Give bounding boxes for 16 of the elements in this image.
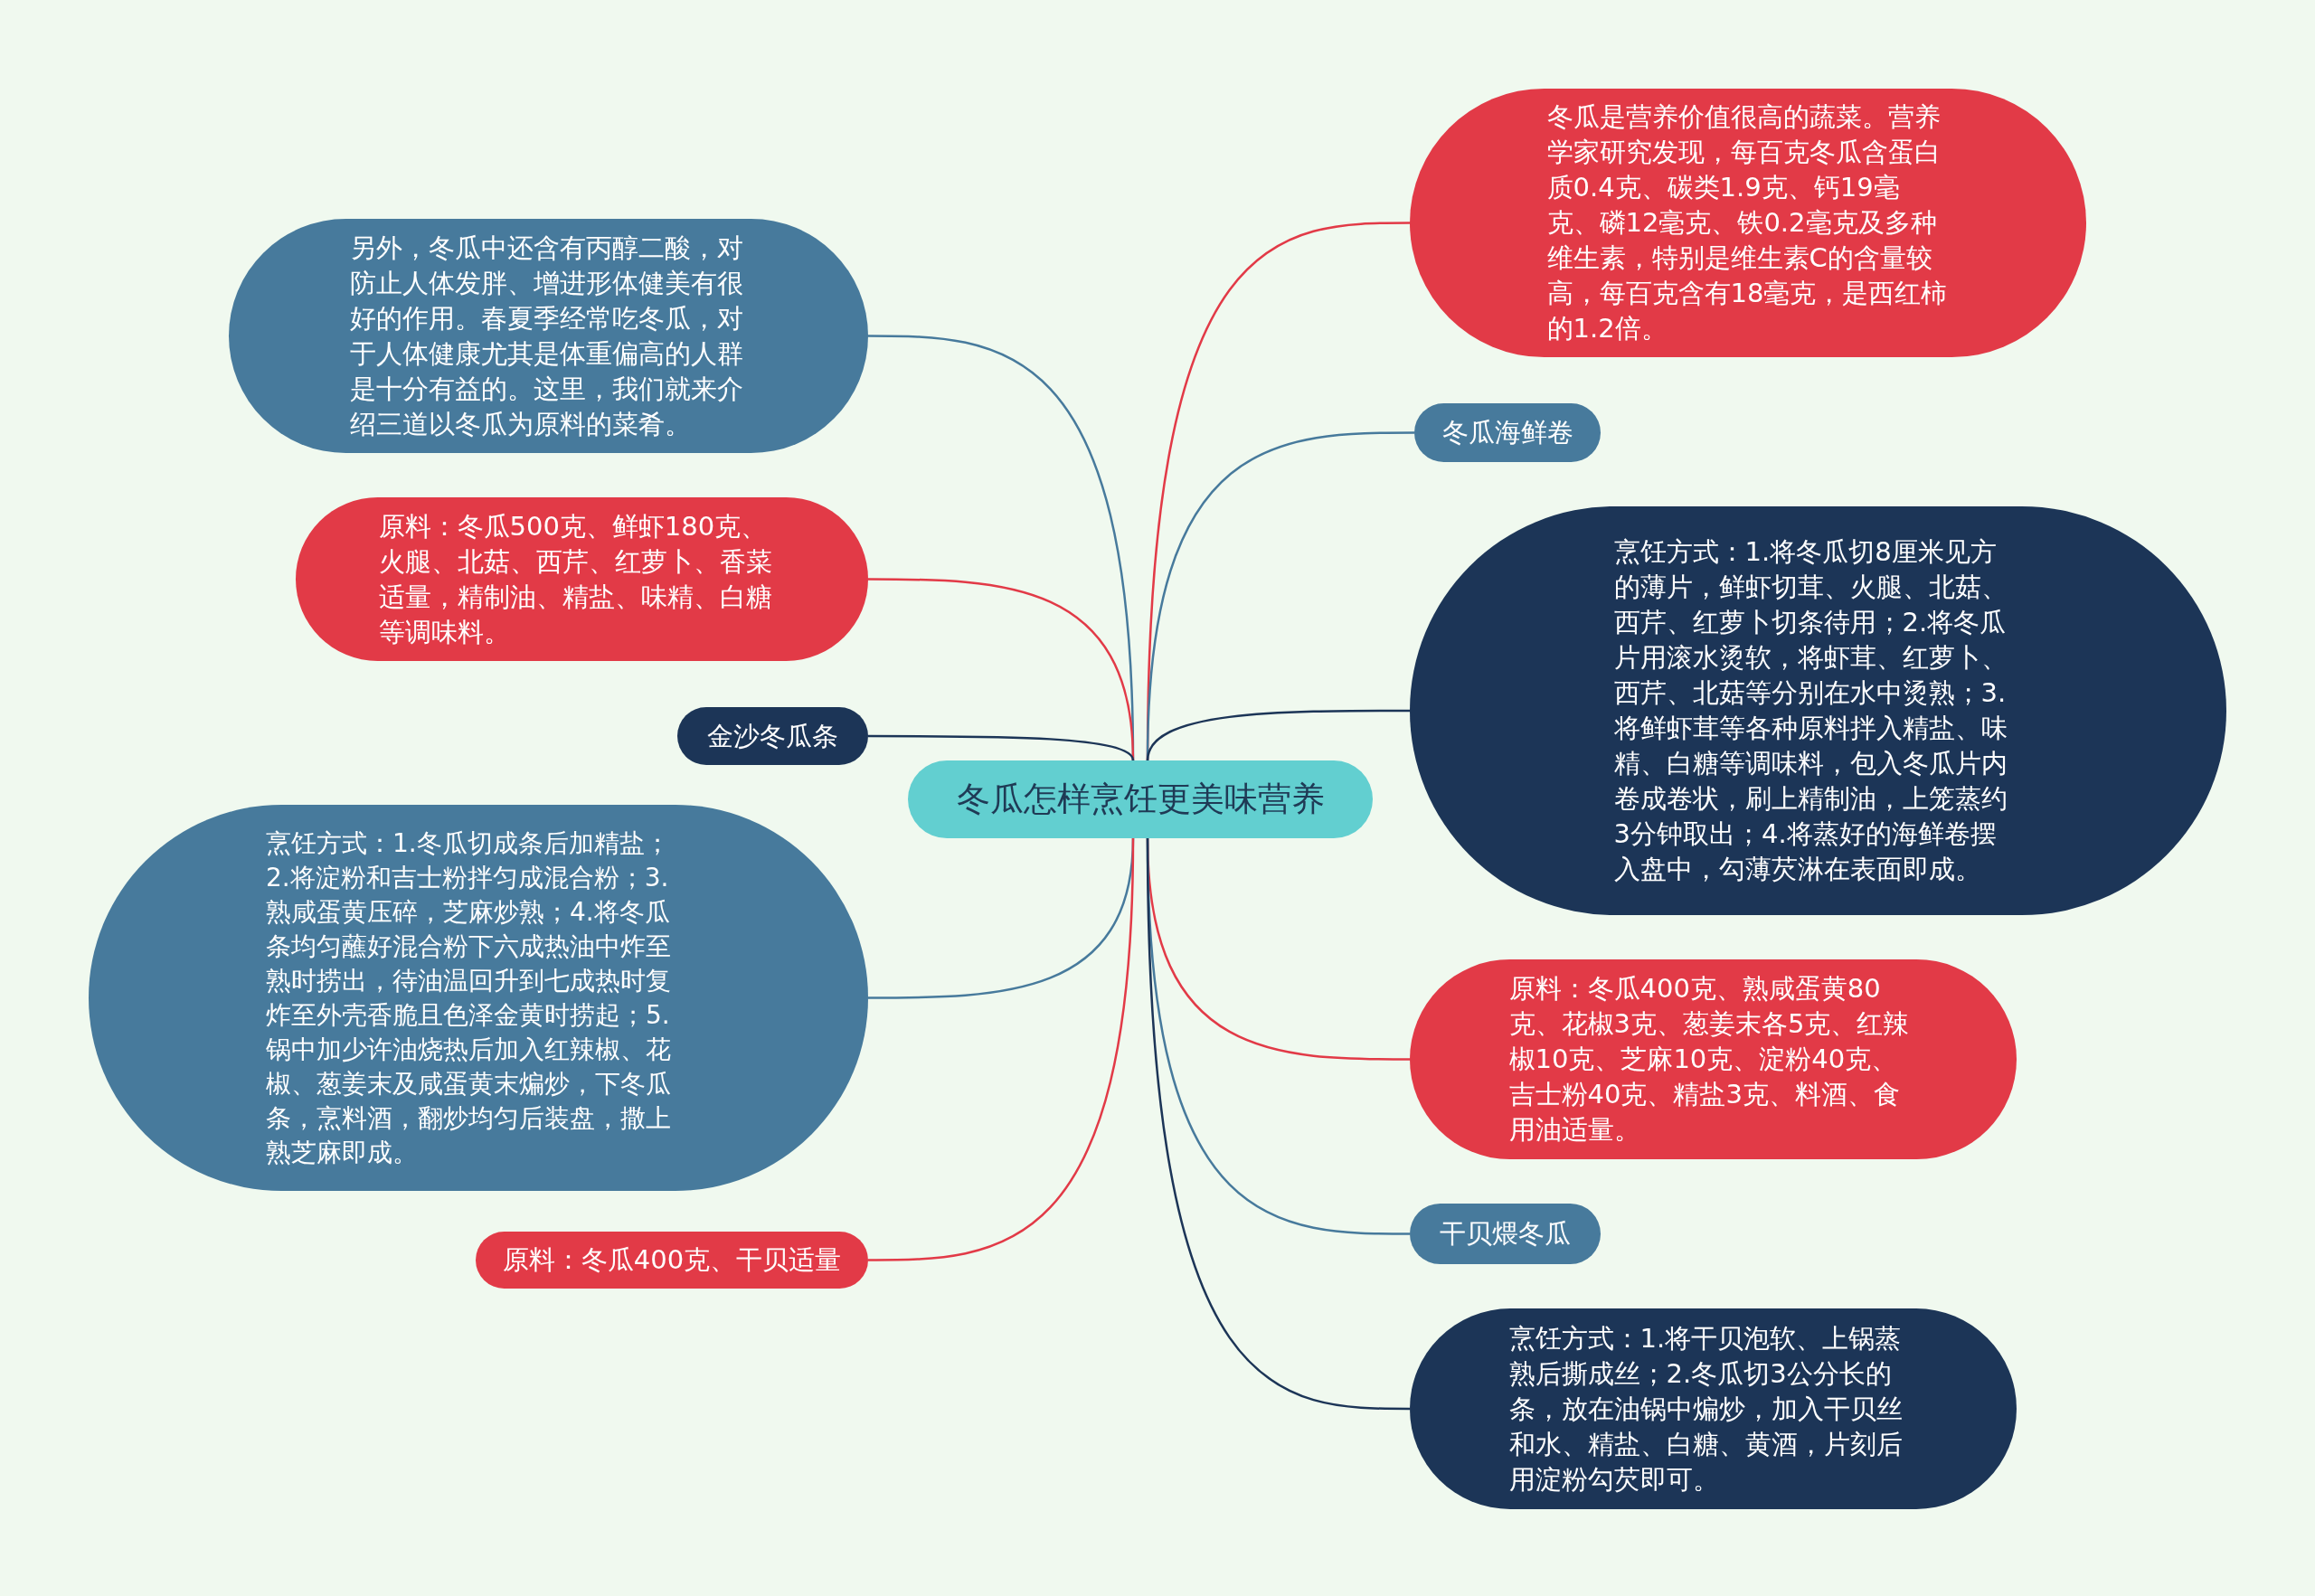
topic-text: 烹饪方式：1.将冬瓜切8厘米见方的薄片，鲜虾切茸、火腿、北菇、西芹、红萝卜切条待用；2.将冬瓜片用滚水烫软，将虾茸、红萝卜、西芹、北菇等分别在水中烫熟；3.将鲜虾茸等各种原料拌入精盐、味精、白糖等调味料，包入冬瓜片内卷成卷状，刷上精制油，上笼蒸约3分钟取出；4.将蒸好的海鲜卷摆入盘中，勾薄芡淋在表面即成。 bbox=[1613, 535, 2008, 886]
connector-line bbox=[1146, 837, 1410, 1411]
topic-text: 金沙冬瓜条 bbox=[707, 719, 838, 753]
topic-text: 原料：冬瓜400克、干贝适量 bbox=[502, 1243, 842, 1277]
topic-text: 原料：冬瓜400克、熟咸蛋黄80克、花椒3克、葱姜末各5克、红辣椒10克、芝麻10克、淀粉40克、吉士粉40克、精盐3克、料酒、食用油适量。 bbox=[1508, 972, 1911, 1147]
topic-text: 烹饪方式：1.冬瓜切成条后加精盐；2.将淀粉和吉士粉拌匀成混合粉；3.熟咸蛋黄压碎，芝麻炒熟；4.将冬瓜条均匀蘸好混合粉下六成热油中炸至熟时捞出，待油温回升到七成热时复炸至外壳香脆且色泽金黄时捞起；5.锅中加少许油烧热后加入红辣椒、花椒、葱姜末及咸蛋黄末煸炒，下冬瓜条，烹料酒，翻炒均匀后装盘，撒上熟芝麻即成。 bbox=[266, 826, 672, 1169]
connector-line bbox=[1146, 709, 1410, 761]
connector-line bbox=[868, 734, 1135, 761]
topic-text: 原料：冬瓜500克、鲜虾180克、火腿、北菇、西芹、红萝卜、香菜适量，精制油、精盐、味精、白糖等调味料。 bbox=[378, 509, 773, 649]
topic-text: 另外，冬瓜中还含有丙醇二酸，对防止人体发胖、增进形体健美有很好的作用。春夏季经常吃冬瓜，对于人体健康尤其是体重偏高的人群是十分有益的。这里，我们就来介绍三道以冬瓜为原料的菜肴。 bbox=[349, 231, 744, 441]
topic-text: 烹饪方式：1.将干贝泡软、上锅蒸熟后撕成丝；2.冬瓜切3公分长的条，放在油锅中煸炒，加入干贝丝和水、精盐、白糖、黄酒，片刻后用淀粉勾芡即可。 bbox=[1508, 1321, 1904, 1497]
connector-line bbox=[868, 837, 1135, 1261]
topic-text: 冬瓜怎样烹饪更美味营养 bbox=[956, 779, 1325, 820]
topic-text: 冬瓜是营养价值很高的蔬菜。营养学家研究发现，每百克冬瓜含蛋白质0.4克、碳类1.9克、钙19毫克、磷12毫克、铁0.2毫克及多种维生素，特别是维生素C的含量较高，每百克含有18毫克，是西红柿的1.2倍。 bbox=[1546, 100, 1949, 345]
topic-text: 干贝煨冬瓜 bbox=[1440, 1217, 1571, 1251]
topic-text: 冬瓜海鲜卷 bbox=[1441, 416, 1573, 449]
